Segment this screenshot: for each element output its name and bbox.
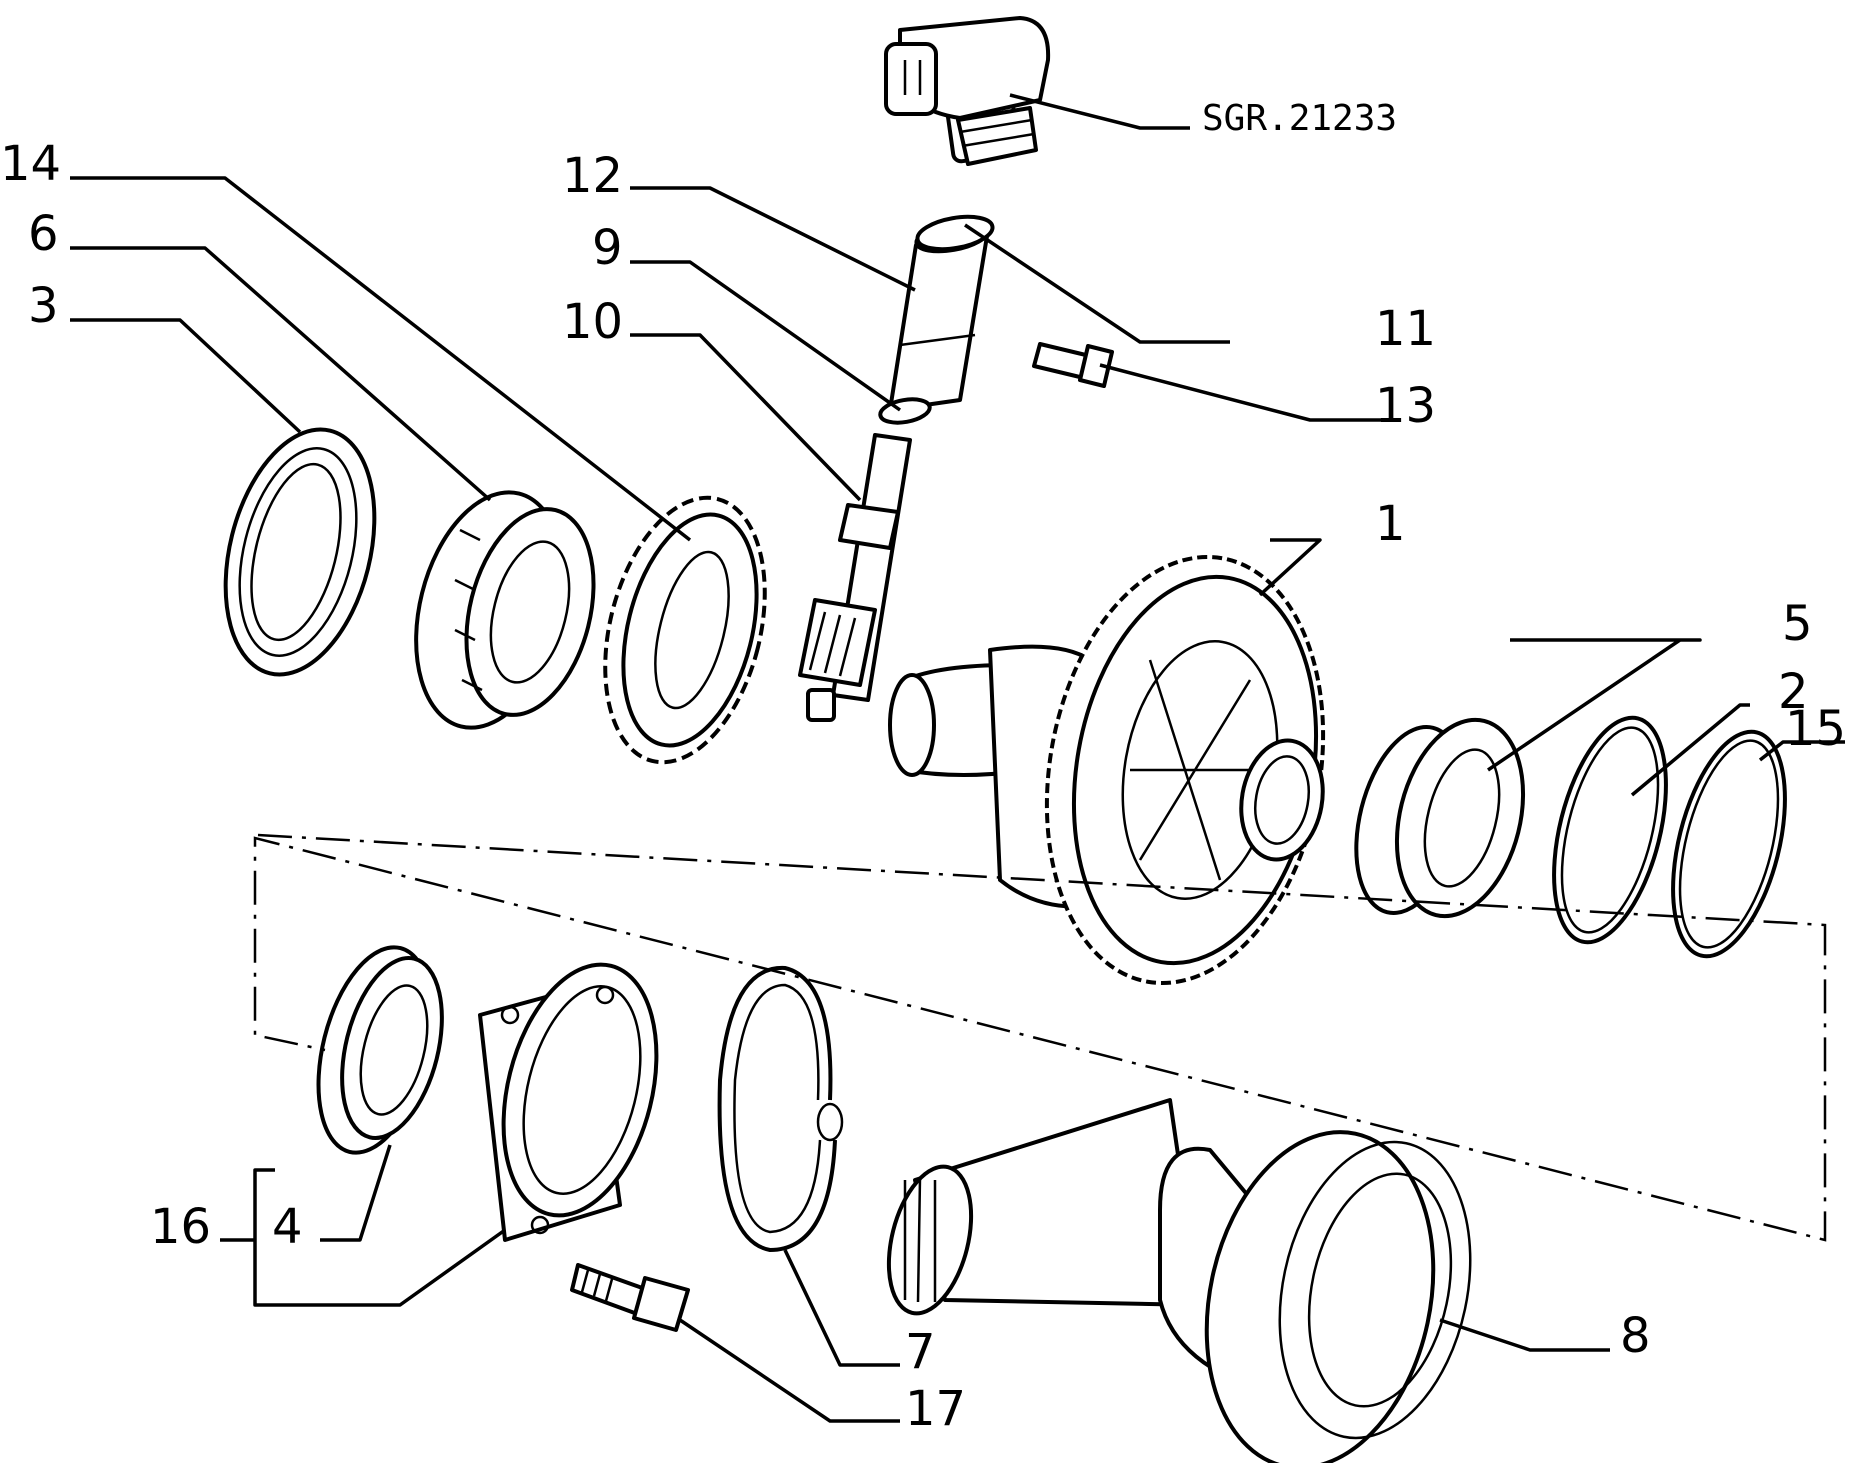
bolt-13 [1032,342,1114,388]
taper-bearing-5 [1354,717,1526,919]
speedometer-drive-gear [603,495,767,765]
taper-bearing-6 [414,490,596,730]
callout-15: 15 [1785,701,1846,757]
callout-16: 16 [150,1199,211,1255]
oil-seal-3 [223,427,377,677]
callout-6: 6 [28,206,59,262]
callout-17: 17 [905,1381,966,1437]
shim-2 [1552,715,1668,945]
bolt-17 [570,1263,690,1332]
driven-pinion-shaft [798,433,912,722]
callout-1: 1 [1375,496,1406,552]
callout-5: 5 [1782,596,1813,652]
assembly-axis-line [253,833,1827,1242]
callout-7: 7 [905,1324,936,1380]
callout-8: 8 [1620,1308,1651,1364]
o-ring-11 [915,214,995,252]
callout-3: 3 [28,278,59,334]
bearing-flange [478,962,659,1242]
callout-9: 9 [592,220,623,276]
callout-13: 13 [1375,378,1436,434]
oil-seal-4 [316,945,444,1155]
callout-12: 12 [562,148,623,204]
drawing-code: SGR.21233 [1202,98,1397,139]
circlip-7 [717,965,844,1252]
callout-10: 10 [562,294,623,350]
leader-lines [70,93,1845,1423]
callout-14: 14 [0,136,61,192]
differential-assembly [888,554,1326,986]
speed-sensor [884,16,1051,166]
cv-joint-8 [886,1098,1472,1463]
shim-15 [1671,729,1787,959]
callout-4: 4 [272,1199,303,1255]
callout-11: 11 [1375,301,1436,357]
callout-2: 2 [1778,664,1809,720]
